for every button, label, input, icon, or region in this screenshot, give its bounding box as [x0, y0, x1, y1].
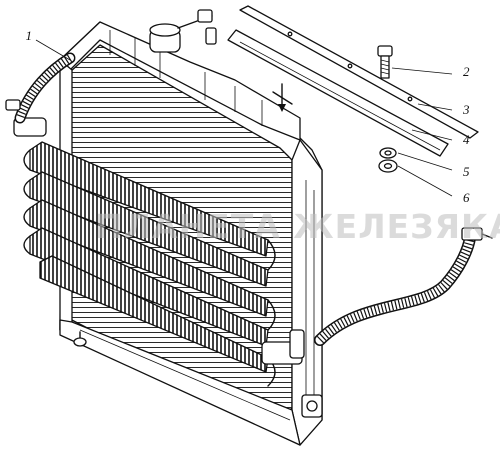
callout-2: 2	[463, 64, 470, 79]
flat-washer	[378, 159, 398, 173]
mounting-strip	[239, 5, 479, 139]
heater-coils	[13, 117, 305, 387]
leader-lines	[35, 39, 453, 197]
bolt	[377, 45, 393, 79]
assembly-direction-arrow	[272, 83, 293, 112]
filler-neck	[149, 9, 217, 53]
watermark-text: ПЛАНЕТА ЖЕЛЕЗЯКА	[95, 207, 500, 246]
callout-5: 5	[463, 164, 470, 179]
outlet-hose	[314, 227, 493, 346]
seal-strip	[227, 29, 449, 157]
callout-4: 4	[463, 132, 470, 147]
callout-6: 6	[463, 190, 470, 205]
spring-washer	[379, 147, 397, 159]
callout-1: 1	[26, 28, 33, 43]
inlet-hose	[5, 52, 76, 124]
drain-cock	[73, 331, 87, 347]
callout-3: 3	[462, 102, 470, 117]
